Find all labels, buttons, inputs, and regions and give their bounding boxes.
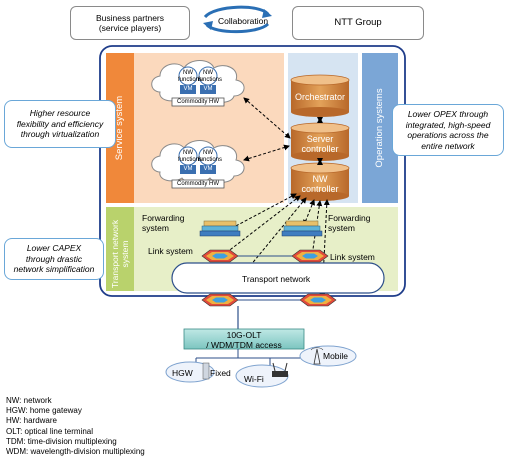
callout-capex: Lower CAPEX through drastic network simp… [4, 238, 104, 280]
olt-label: 10G-OLT / WDM/TDM access [206, 330, 282, 350]
legend: NW: network HGW: home gateway HW: hardwa… [6, 396, 145, 457]
vm-group-lower [171, 146, 225, 189]
commodity-hw-label: Commodity HW [176, 99, 219, 105]
orchestrator-label: Orchestrator [294, 92, 345, 102]
hgw-label: HGW [172, 368, 193, 378]
business-partners-box: Business partners (service players) [70, 6, 190, 40]
nw-functions-label: NW functions [178, 150, 203, 163]
legend-item: OLT: optical line terminal [6, 426, 93, 436]
callout-virtualization: Higher resource flexibility and efficien… [4, 100, 116, 148]
legend-item: WDM: wavelength-division multiplexing [6, 447, 145, 457]
vm-group-upper [171, 66, 225, 107]
nw-functions-label: NW functions [198, 150, 223, 163]
collaboration-label: Collaboration [218, 16, 269, 26]
transport-network-ring [171, 262, 385, 294]
callout-opex: Lower OPEX through integrated, high-spee… [392, 104, 504, 156]
ntt-group-box: NTT Group [292, 6, 424, 40]
commodity-hw-label: Commodity HW [176, 181, 219, 187]
vm-label: VM [183, 166, 193, 172]
rotate-arrows-icon [203, 5, 272, 34]
antenna-icon [310, 347, 324, 365]
wifi-router-icon [272, 362, 288, 377]
forwarding-system-label-right: Forwarding system [328, 213, 371, 233]
transport-system-label: Transport network system [110, 219, 130, 289]
forwarding-stack-icon [199, 220, 241, 237]
mobile-label: Mobile [323, 351, 349, 361]
nw-functions-label: NW functions [198, 70, 223, 83]
vm-label: VM [183, 86, 193, 92]
fixed-access-bubble [165, 361, 215, 383]
service-system-label: Service system [114, 95, 125, 161]
router-icon [291, 249, 329, 263]
legend-item: NW: network [6, 396, 52, 405]
legend-item: HW: hardware [6, 416, 57, 426]
server-controller-cylinder [290, 122, 350, 161]
olt-box [183, 328, 305, 350]
hgw-device-icon [202, 362, 210, 380]
router-icon [201, 249, 239, 263]
orchestrator-cylinder [290, 74, 350, 117]
vm-label: VM [203, 166, 213, 172]
operation-systems-label: Operation systems [374, 88, 385, 168]
link-system-label-left: Link system [148, 246, 193, 256]
forwarding-stack-icon [281, 220, 323, 237]
server-controller-label: Server controller [301, 134, 339, 154]
mobile-access-bubble [299, 345, 357, 367]
wifi-label: Wi-Fi [244, 374, 264, 384]
fixed-label: Fixed [210, 368, 231, 378]
nw-controller-label: NW controller [301, 174, 339, 194]
router-icon [299, 293, 337, 307]
nw-functions-label: NW functions [178, 70, 203, 83]
forwarding-system-label-left: Forwarding system [142, 213, 185, 233]
transport-system-bar [106, 207, 134, 291]
vm-label: VM [203, 86, 213, 92]
link-system-label-right: Link system [330, 252, 375, 262]
router-icon [201, 293, 239, 307]
legend-item: TDM: time-division multiplexing [6, 436, 117, 446]
transport-network-label: Transport network [242, 274, 311, 284]
legend-item: HGW: home gateway [6, 406, 82, 416]
